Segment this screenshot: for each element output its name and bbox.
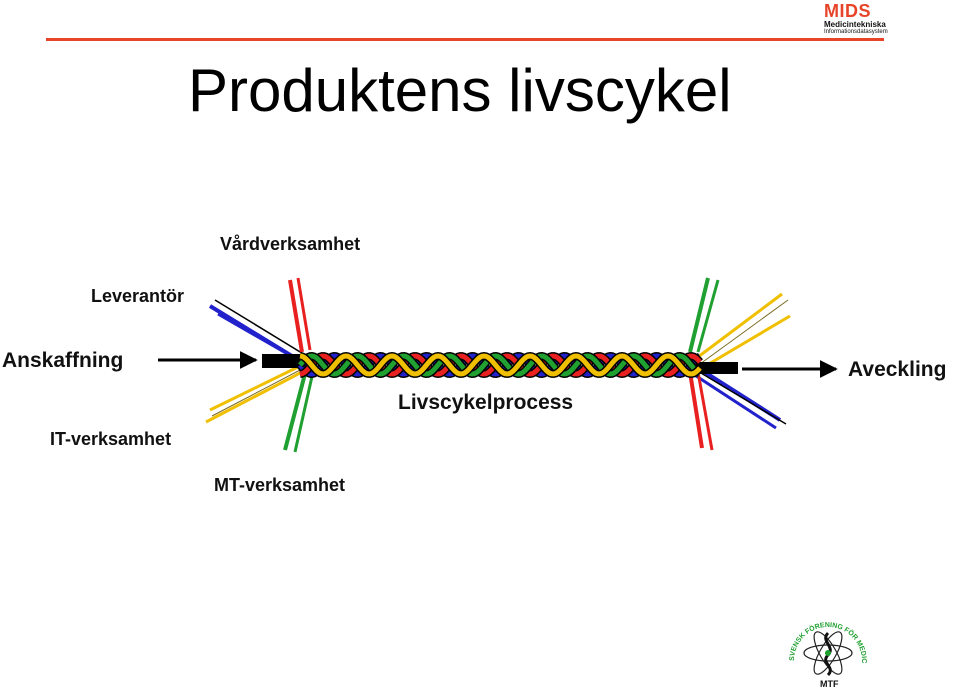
mids-logo-word: MIDS — [824, 1, 871, 21]
left-strand-yellow-3 — [211, 368, 303, 417]
lifecycle-diagram: Vårdverksamhet Leverantör Anskaffning IT… — [2, 234, 946, 495]
right-strand-blue-3 — [689, 370, 777, 430]
left-strand-red-1 — [288, 279, 304, 353]
label-anskaffning: Anskaffning — [2, 349, 123, 372]
right-strand-green-2 — [696, 279, 720, 353]
right-strand-yellow-2 — [699, 299, 789, 365]
label-avveckling: Aveckling — [848, 358, 946, 381]
left-strand-yellow-2 — [205, 370, 303, 424]
label-leverantor: Leverantör — [91, 286, 184, 306]
right-strand-green-1 — [688, 277, 710, 353]
right-strands — [688, 277, 791, 451]
braid-strand-yellow — [299, 353, 702, 377]
label-vardverksamhet: Vårdverksamhet — [220, 234, 360, 254]
right-strand-blue-2 — [695, 369, 787, 425]
page-title: Produktens livscykel — [188, 57, 732, 124]
left-strand-yellow-1 — [209, 364, 301, 412]
right-strand-yellow-1 — [693, 292, 783, 362]
right-strand-red-1 — [688, 371, 704, 449]
left-strand-green-1 — [283, 369, 308, 451]
label-mt-verksamhet: MT-verksamhet — [214, 475, 345, 495]
mtf-society-logo: SVENSK FÖRENING FÖR MEDICINSK TEKNIK OCH… — [780, 603, 867, 689]
braided-rope — [296, 351, 703, 379]
left-strand-red-2 — [296, 277, 312, 351]
header-rule — [46, 38, 884, 41]
mids-logo: MIDS Medicintekniska Informationsdatasys… — [824, 2, 904, 36]
mids-logo-line1: Medicintekniska — [824, 20, 886, 29]
left-strand-blue-2 — [214, 299, 311, 359]
mids-logo-line2: Informationsdatasystem — [824, 29, 888, 35]
atom-icon — [803, 631, 853, 677]
label-livscykelprocess: Livscykelprocess — [398, 391, 573, 414]
label-it-verksamhet: IT-verksamhet — [50, 429, 171, 449]
right-strand-red-2 — [696, 371, 714, 451]
left-connector — [262, 354, 302, 368]
left-strand-green-2 — [293, 371, 315, 453]
mtf-abbr: MTF — [820, 679, 839, 689]
braid-strand-green — [298, 353, 702, 377]
right-connector — [696, 362, 738, 374]
right-strand-yellow-3 — [701, 314, 791, 370]
mtf-society-text: SVENSK FÖRENING FÖR MEDICINSK TEKNIK OCH… — [780, 603, 867, 663]
